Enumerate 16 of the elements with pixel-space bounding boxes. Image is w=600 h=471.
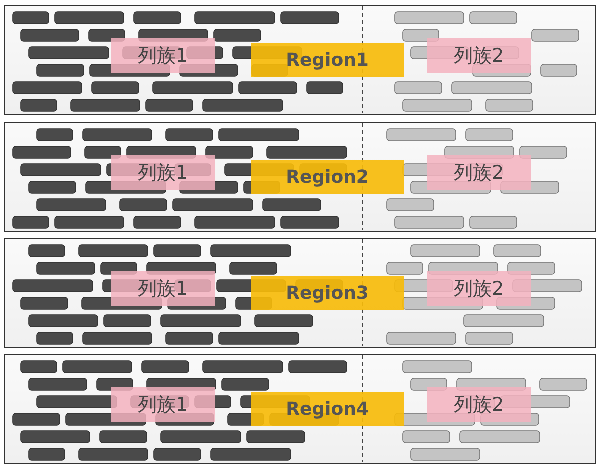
column-family-label: 列族1 bbox=[111, 155, 215, 190]
column-family-label: 列族2 bbox=[427, 387, 531, 422]
region-label: Region4 bbox=[251, 392, 404, 426]
region-panel bbox=[4, 122, 596, 232]
column-family-label: 列族1 bbox=[111, 271, 215, 306]
region-panel bbox=[4, 238, 596, 348]
column-family-label: 列族2 bbox=[427, 38, 531, 73]
region-panel bbox=[4, 354, 596, 464]
region-label: Region2 bbox=[251, 160, 404, 194]
column-family-label: 列族2 bbox=[427, 155, 531, 190]
column-family-label: 列族1 bbox=[111, 38, 215, 73]
column-family-label: 列族2 bbox=[427, 271, 531, 306]
region-label: Region3 bbox=[251, 276, 404, 310]
region-panel bbox=[4, 5, 596, 115]
column-family-label: 列族1 bbox=[111, 387, 215, 422]
region-label: Region1 bbox=[251, 43, 404, 77]
